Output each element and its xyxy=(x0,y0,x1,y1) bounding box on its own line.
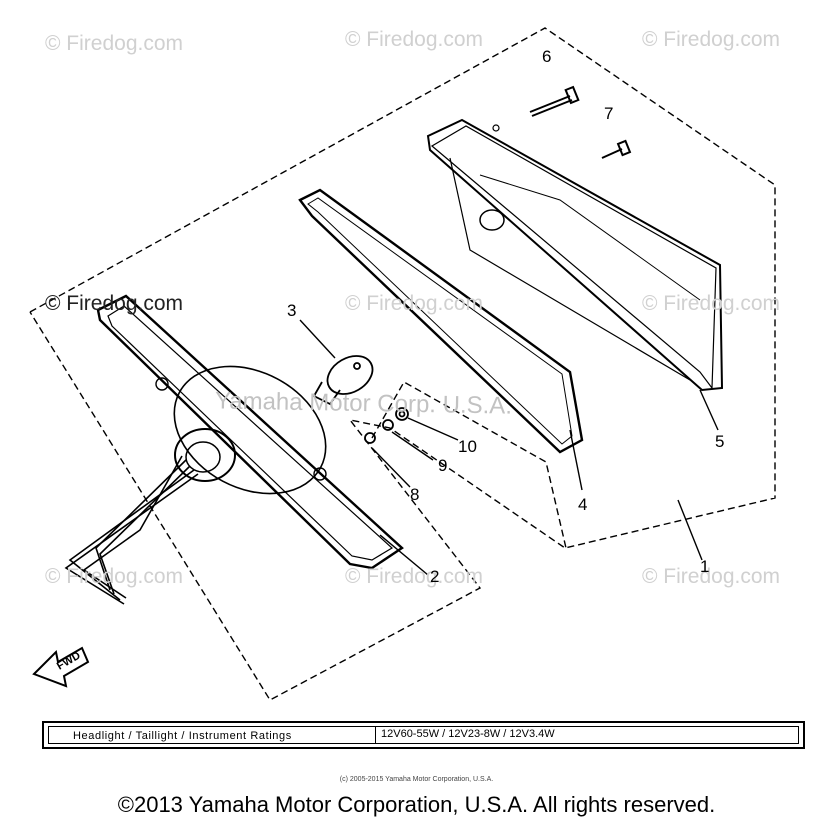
copyright-notice: ©2013 Yamaha Motor Corporation, U.S.A. A… xyxy=(117,792,716,817)
screw-part-6 xyxy=(529,85,580,117)
leader-line-3 xyxy=(299,319,336,359)
center-watermark: Yamaha Motor Corp. U.S.A. xyxy=(214,387,513,420)
watermark: © Firedog.com xyxy=(45,292,184,315)
watermark: © Firedog.com xyxy=(45,565,184,588)
callout-4: 4 xyxy=(578,495,588,514)
callout-6: 6 xyxy=(542,47,552,66)
callout-3: 3 xyxy=(287,301,297,320)
ratings-box: Headlight / Taillight / Instrument Ratin… xyxy=(42,721,805,749)
gasket-part-4 xyxy=(298,188,584,454)
bulb-part-3 xyxy=(312,355,374,406)
nut-part-10 xyxy=(395,407,409,421)
watermark: © Firedog.com xyxy=(642,292,781,315)
watermark: © Firedog.com xyxy=(345,565,484,588)
leader-line-1 xyxy=(677,499,703,561)
ratings-inner-frame: Headlight / Taillight / Instrument Ratin… xyxy=(48,726,799,744)
small-copyright: (c) 2005-2015 Yamaha Motor Corporation, … xyxy=(339,776,494,783)
leader-line-4 xyxy=(569,429,583,491)
watermark: © Firedog.com xyxy=(642,28,781,51)
callout-10: 10 xyxy=(458,437,477,456)
watermark: © Firedog.com xyxy=(45,32,184,55)
washer-part-8 xyxy=(364,432,376,444)
assembly-boundary xyxy=(29,27,776,701)
wiring-harness xyxy=(64,455,199,605)
ratings-label: Headlight / Taillight / Instrument Ratin… xyxy=(73,730,292,742)
callout-9: 9 xyxy=(438,456,448,475)
leader-line-5 xyxy=(699,389,719,431)
ratings-value: 12V60-55W / 12V23-8W / 12V3.4W xyxy=(381,728,555,740)
leader-line-8 xyxy=(371,447,411,488)
leader-line-9 xyxy=(391,431,434,461)
lens-part-2 xyxy=(96,294,404,570)
callout-1: 1 xyxy=(700,557,710,576)
callout-7: 7 xyxy=(604,104,614,123)
watermark: © Firedog.com xyxy=(642,565,781,588)
watermark: © Firedog.com xyxy=(345,28,484,51)
leader-line-10 xyxy=(407,417,459,441)
ratings-divider xyxy=(375,727,376,743)
inner-bracket xyxy=(371,381,567,549)
watermark: © Firedog.com xyxy=(345,292,484,315)
screw-part-7 xyxy=(601,139,632,159)
housing-part-5 xyxy=(426,118,724,392)
callout-8: 8 xyxy=(410,485,420,504)
fwd-arrow-icon xyxy=(32,646,90,688)
leader-line-2 xyxy=(379,534,429,576)
washer-part-9 xyxy=(382,419,394,431)
callout-5: 5 xyxy=(715,432,725,451)
callout-2: 2 xyxy=(430,567,440,586)
